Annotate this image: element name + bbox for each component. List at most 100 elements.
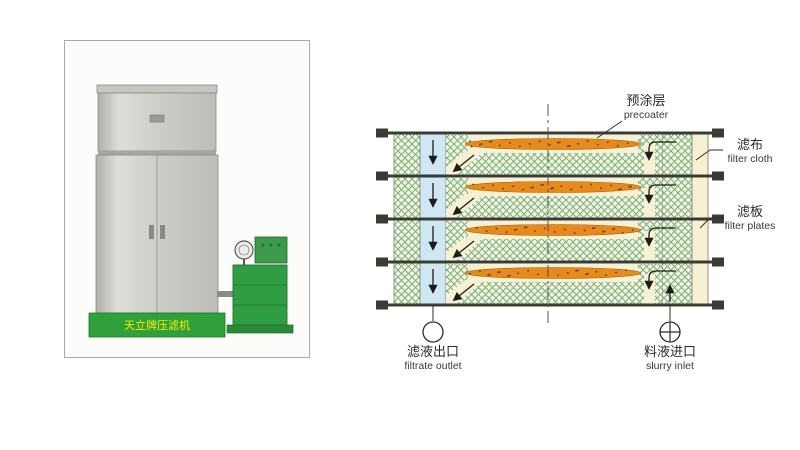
precoat-dot [631, 229, 634, 232]
precoat-dot [538, 140, 541, 143]
precoat-dot [508, 274, 511, 277]
precoat-dot [618, 188, 621, 191]
filter-cloth-hatch [446, 282, 662, 304]
precoat-dot [550, 187, 553, 190]
pump-pipe [217, 291, 235, 297]
precoat-dot [515, 228, 518, 231]
precoat-dot [610, 184, 612, 187]
door-handle-left [149, 225, 154, 239]
filtrate-outlet-label-cn: 滤液出口 [406, 344, 459, 359]
slurry-hook-arrow [644, 141, 676, 161]
filtrate-outlet-label-en: filtrate outlet [404, 359, 462, 372]
filtrate-diagonal-arrow [452, 154, 475, 173]
plate-end-tab-right [712, 214, 724, 224]
precoat-dot [518, 145, 521, 148]
filter-plates-label: 滤板 filter plates [712, 204, 788, 232]
filter-cloth-label: 滤布 filter cloth [712, 137, 788, 165]
precoat-dot [596, 143, 599, 146]
precoat-dot [479, 143, 481, 146]
precoater-leader-line [596, 120, 623, 139]
precoat-dot [567, 271, 569, 274]
precoat-dot [490, 140, 493, 143]
precoat-dot [613, 227, 616, 230]
plate-end-tab-left [376, 257, 388, 267]
cabinet-top-lip [96, 84, 218, 94]
precoat-dot [558, 141, 561, 144]
precoat-dot [606, 141, 609, 144]
precoat-dot [628, 185, 631, 188]
filter-cloth-label-en: filter cloth [727, 152, 773, 165]
precoat-dot [577, 142, 579, 145]
pump-body [232, 264, 288, 326]
precoat-dot [508, 142, 511, 144]
plate-end-tab-left [376, 300, 388, 310]
precoat-dot [497, 271, 500, 274]
precoat-dot [530, 186, 533, 189]
precoat-dot [507, 275, 510, 277]
precoat-dot [621, 231, 624, 234]
precoat-dot [532, 186, 534, 189]
precoat-dot [517, 272, 520, 275]
precoat-dot [513, 229, 516, 231]
precoat-layer [464, 181, 642, 193]
cabinet-gap [98, 151, 216, 155]
filter-cloth-hatch [446, 264, 468, 282]
precoat-dot [469, 140, 471, 142]
precoat-layer [464, 267, 642, 279]
machine-brand-label: 天立牌压滤机 [124, 318, 190, 332]
slurry-inlet-label-en: slurry inlet [646, 359, 694, 372]
precoat-dot [573, 232, 576, 234]
filtrate-diagonal-arrow [452, 197, 475, 216]
precoat-dot [489, 273, 491, 276]
slurry-inlet-label: 料液进口 slurry inlet [610, 344, 730, 372]
plate-end-tab-right [712, 257, 724, 267]
precoat-dot [505, 231, 508, 234]
precoat-dot [557, 274, 559, 277]
filter-cloth-hatch [446, 153, 662, 175]
precoat-layer [464, 224, 642, 236]
precoat-dot [585, 273, 588, 276]
pressure-gauge [234, 240, 254, 260]
filtrate-diagonal-arrow [452, 240, 475, 259]
precoat-dot [487, 274, 490, 276]
precoat-dot [557, 141, 559, 144]
precoat-dot [568, 144, 571, 147]
plate-end-tab-left [376, 214, 388, 224]
plate-end-tab-right [712, 128, 724, 138]
precoat-dot [479, 270, 481, 272]
precoat-dot [593, 227, 596, 229]
precoat-dot [625, 269, 627, 272]
gauge-dial [238, 244, 250, 256]
precoat-dot [601, 230, 604, 233]
precoat-dot [537, 273, 539, 276]
precoat-dot [485, 230, 488, 233]
filter-plates-leader-line [699, 217, 723, 229]
precoat-dot [591, 227, 594, 230]
precoat-dot [523, 226, 526, 229]
precoat-dot [533, 230, 536, 232]
slurry-hook-arrow [644, 270, 676, 290]
filter-plates-label-cn: 滤板 [736, 204, 763, 219]
precoat-dot [548, 143, 551, 146]
precoat-dot [577, 269, 579, 272]
pump-base-plate [226, 324, 294, 334]
machine-photo-frame: 天立牌压滤机 [64, 40, 310, 358]
precoat-dot [542, 183, 544, 186]
control-button [269, 243, 273, 247]
precoat-dot [475, 226, 478, 229]
precoat-dot [482, 186, 485, 189]
precoat-layer [464, 138, 642, 150]
precoat-dot [525, 226, 528, 229]
precoat-dot [498, 271, 501, 273]
precoat-dot [583, 229, 586, 232]
precoat-dot [540, 184, 543, 187]
precoat-dot [553, 231, 556, 233]
plate-end-tab-right [712, 171, 724, 181]
filter-press-photo: 天立牌压滤机 [88, 84, 294, 338]
precoat-dot [552, 187, 554, 190]
precoat-dot [626, 142, 629, 144]
precoat-dot [590, 183, 593, 186]
plate-end-tab-left [376, 128, 388, 138]
filtrate-diagonal-arrow [452, 283, 475, 302]
